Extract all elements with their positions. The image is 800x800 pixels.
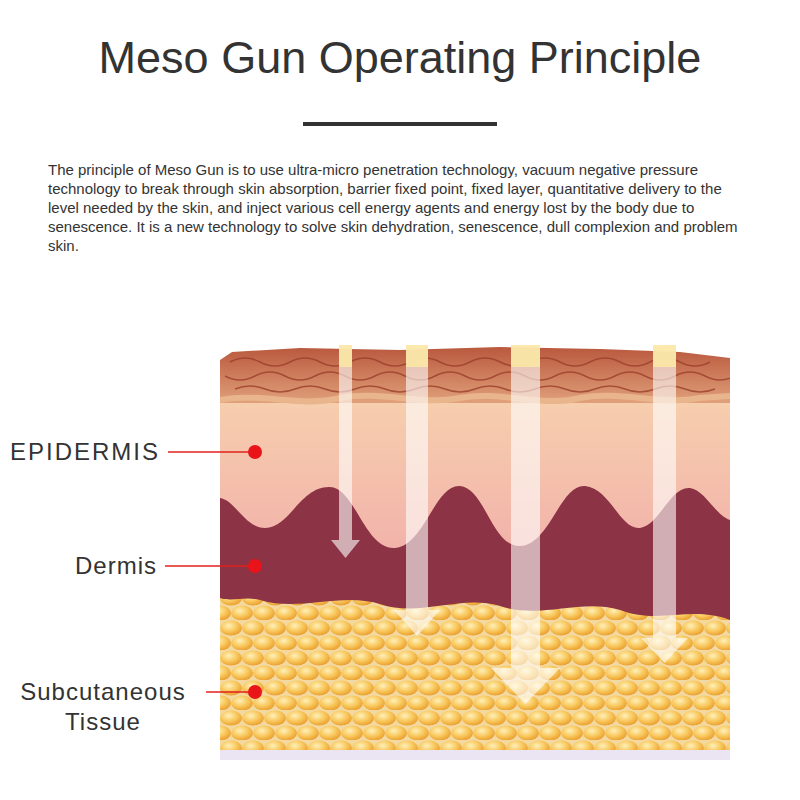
arrow-dermis [394, 345, 440, 636]
bottom-membrane [220, 750, 730, 760]
leader-dot [248, 685, 262, 699]
leader-dot [248, 559, 262, 573]
layer-label: Subcutaneous Tissue [8, 677, 198, 737]
title: Meso Gun Operating Principle [0, 26, 800, 90]
arrow-mid [641, 345, 688, 663]
layer-label: EPIDERMIS [0, 437, 160, 467]
leader-line [165, 565, 255, 567]
leader-line [206, 691, 255, 693]
arrow-shallow [331, 345, 360, 558]
skin-block [220, 345, 735, 760]
penetration-arrows [331, 345, 688, 704]
arrow-tips [339, 345, 676, 367]
arrow-deep [491, 345, 560, 704]
title-underline [303, 122, 497, 126]
description-text: The principle of Meso Gun is to use ultr… [48, 160, 752, 255]
leader-line [168, 451, 255, 453]
layer-label: Dermis [0, 551, 157, 581]
leader-dot [248, 445, 262, 459]
leader-lines [165, 445, 262, 699]
